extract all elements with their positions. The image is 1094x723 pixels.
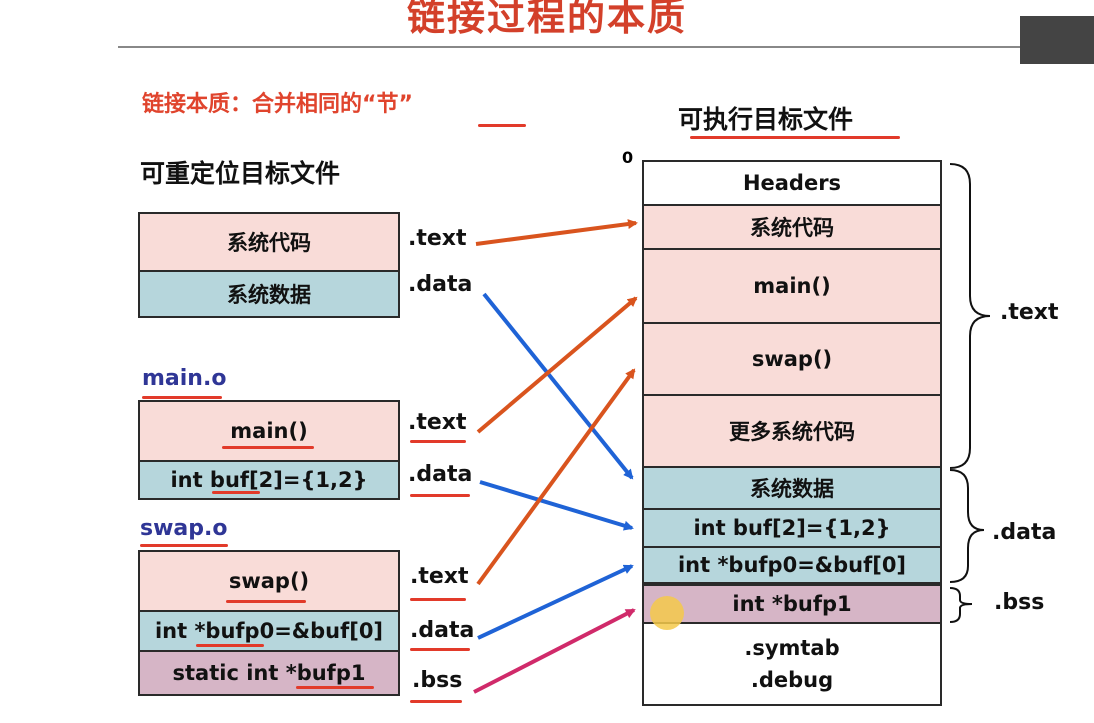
swap-text-underline (410, 598, 466, 601)
origin-label: 0 (622, 148, 634, 167)
main-text-label: .text (408, 410, 467, 435)
arrow-sys-data (482, 292, 634, 480)
arrow-swap-text (476, 368, 636, 586)
arrow-swap-data (477, 564, 634, 640)
brace-bss (949, 587, 973, 623)
exe-more-code-box: 更多系统代码 (642, 394, 942, 468)
arrow-main-data (479, 480, 634, 531)
main-data-label: .data (408, 462, 473, 487)
brace-data (949, 469, 985, 583)
title-divider (118, 46, 1078, 48)
main-o-underline (142, 396, 222, 399)
main-data-label-underline (410, 494, 470, 497)
swap-text-label: .text (410, 564, 469, 589)
exe-buf-box: int buf[2]={1,2} (642, 508, 942, 548)
swap-func-box: swap() (138, 550, 400, 612)
right-heading: 可执行目标文件 (678, 105, 854, 134)
pointer-highlight (650, 596, 684, 630)
exe-headers-box: Headers (642, 160, 942, 206)
exe-sys-data-box: 系统数据 (642, 466, 942, 510)
exe-symtab-debug-box: .symtab .debug (642, 622, 942, 706)
swap-bss-underline (296, 686, 374, 689)
swap-data-label: .data (410, 618, 475, 643)
left-heading: 可重定位目标文件 (140, 159, 341, 188)
exe-bufp0-box: int *bufp0=&buf[0] (642, 546, 942, 584)
swap-data-label-underline (410, 648, 470, 651)
main-func-underline (222, 446, 314, 449)
left-sys-text-label: .text (408, 226, 467, 251)
main-data-underline (212, 491, 260, 494)
arrow-sys-text (475, 219, 638, 246)
exe-debug-text: .debug (750, 668, 834, 692)
page-title: 链接过程的本质 (406, 0, 687, 39)
arrow-main-text (476, 296, 638, 434)
arrow-swap-bss (473, 608, 636, 694)
swap-func-underline (226, 600, 306, 603)
main-o-filename: main.o (142, 366, 227, 391)
presentation-logo-icon (1020, 16, 1094, 64)
exe-sys-code-box: 系统代码 (642, 204, 942, 250)
exe-swap-func-box: swap() (642, 322, 942, 396)
brace-text (949, 163, 991, 469)
swap-bss-label: .bss (412, 668, 463, 693)
exe-symtab-text: .symtab (744, 636, 840, 660)
exe-main-func-box: main() (642, 248, 942, 324)
swap-o-filename: swap.o (140, 516, 228, 541)
right-heading-underline (690, 136, 900, 139)
exe-text-section-label: .text (1000, 300, 1059, 325)
exe-bss-section-label: .bss (994, 590, 1045, 615)
left-sys-data-label: .data (408, 272, 473, 297)
main-text-underline (410, 440, 466, 443)
exe-data-section-label: .data (992, 520, 1057, 545)
swap-o-underline (140, 544, 228, 547)
left-sys-data-box: 系统数据 (138, 270, 400, 318)
exe-bufp1-box: int *bufp1 (642, 584, 942, 624)
swap-data-underline (196, 644, 264, 647)
main-func-box: main() (138, 400, 400, 462)
subtitle: 链接本质：合并相同的“节” (142, 92, 413, 117)
main-data-box: int buf[2]={1,2} (138, 460, 400, 500)
swap-bss-label-underline (410, 700, 462, 703)
subtitle-underline (478, 124, 526, 127)
